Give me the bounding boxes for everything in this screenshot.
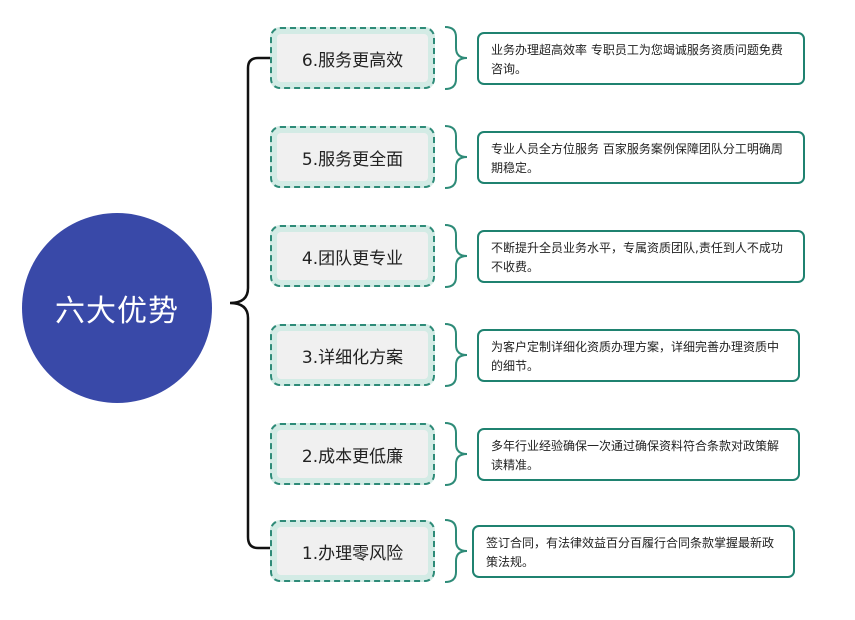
detail-text-2: 多年行业经验确保一次通过确保资料符合条款对政策解读精准。 (491, 439, 780, 472)
detail-brace-4 (444, 323, 468, 387)
topic-node-3[interactable]: 3.详细化方案 (270, 324, 435, 386)
detail-text-1: 签订合同，有法律效益百分百履行合同条款掌握最新政策法规。 (486, 536, 775, 569)
detail-text-5: 专业人员全方位服务 百家服务案例保障团队分工明确周期稳定。 (491, 142, 783, 175)
detail-box-5[interactable]: 专业人员全方位服务 百家服务案例保障团队分工明确周期稳定。 (477, 131, 805, 184)
topic-node-4[interactable]: 4.团队更专业 (270, 225, 435, 287)
root-label: 六大优势 (55, 294, 179, 329)
topic-label-2: 2.成本更低廉 (277, 430, 428, 478)
detail-brace-2 (444, 125, 468, 189)
topic-label-5: 5.服务更全面 (277, 133, 428, 181)
detail-box-1[interactable]: 签订合同，有法律效益百分百履行合同条款掌握最新政策法规。 (472, 525, 795, 578)
topic-node-2[interactable]: 2.成本更低廉 (270, 423, 435, 485)
topic-node-5[interactable]: 5.服务更全面 (270, 126, 435, 188)
detail-text-4: 不断提升全员业务水平，专属资质团队,责任到人不成功不收费。 (491, 241, 783, 274)
detail-brace-3 (444, 224, 468, 288)
detail-brace-5 (444, 422, 468, 486)
topic-node-1[interactable]: 1.办理零风险 (270, 520, 435, 582)
detail-box-4[interactable]: 不断提升全员业务水平，专属资质团队,责任到人不成功不收费。 (477, 230, 805, 283)
detail-text-6: 业务办理超高效率 专职员工为您竭诚服务资质问题免费咨询。 (491, 43, 783, 76)
topic-label-3: 3.详细化方案 (277, 331, 428, 379)
detail-brace-1 (444, 26, 468, 90)
topic-label-6: 6.服务更高效 (277, 34, 428, 82)
main-brace (229, 56, 270, 550)
detail-box-6[interactable]: 业务办理超高效率 专职员工为您竭诚服务资质问题免费咨询。 (477, 32, 805, 85)
detail-box-2[interactable]: 多年行业经验确保一次通过确保资料符合条款对政策解读精准。 (477, 428, 800, 481)
detail-brace-6 (444, 519, 468, 583)
topic-label-1: 1.办理零风险 (277, 527, 428, 575)
topic-node-6[interactable]: 6.服务更高效 (270, 27, 435, 89)
root-node[interactable]: 六大优势 (22, 213, 212, 403)
topic-label-4: 4.团队更专业 (277, 232, 428, 280)
detail-box-3[interactable]: 为客户定制详细化资质办理方案，详细完善办理资质中的细节。 (477, 329, 800, 382)
detail-text-3: 为客户定制详细化资质办理方案，详细完善办理资质中的细节。 (491, 340, 780, 373)
